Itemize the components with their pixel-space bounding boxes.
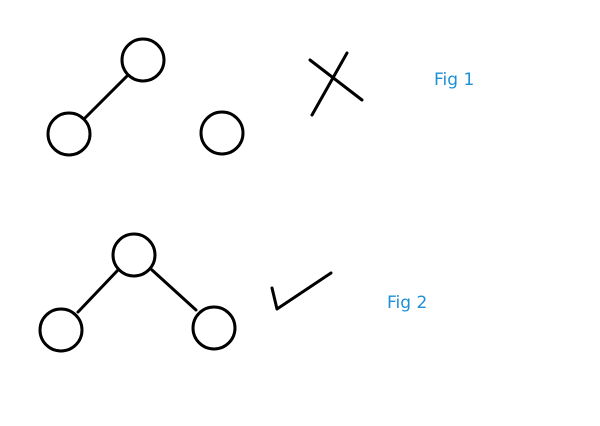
check-mark-icon: [270, 271, 333, 311]
cross-mark-icon: [308, 51, 364, 117]
fig1-node-detached: [199, 110, 245, 156]
fig2-node-left: [38, 307, 84, 353]
fig2-node-root: [111, 232, 157, 278]
fig1-node-root: [120, 37, 166, 83]
fig-2-label: Fig 2: [387, 293, 428, 313]
fig1-edge-root-left: [83, 72, 131, 120]
fig2-edge-root-left: [76, 268, 120, 314]
fig2-node-right: [191, 305, 237, 351]
figure-2: [38, 232, 333, 353]
fig2-edge-root-right: [150, 268, 198, 312]
fig1-node-left: [46, 111, 92, 157]
figure-1: [46, 37, 364, 157]
fig-1-label: Fig 1: [434, 70, 475, 90]
